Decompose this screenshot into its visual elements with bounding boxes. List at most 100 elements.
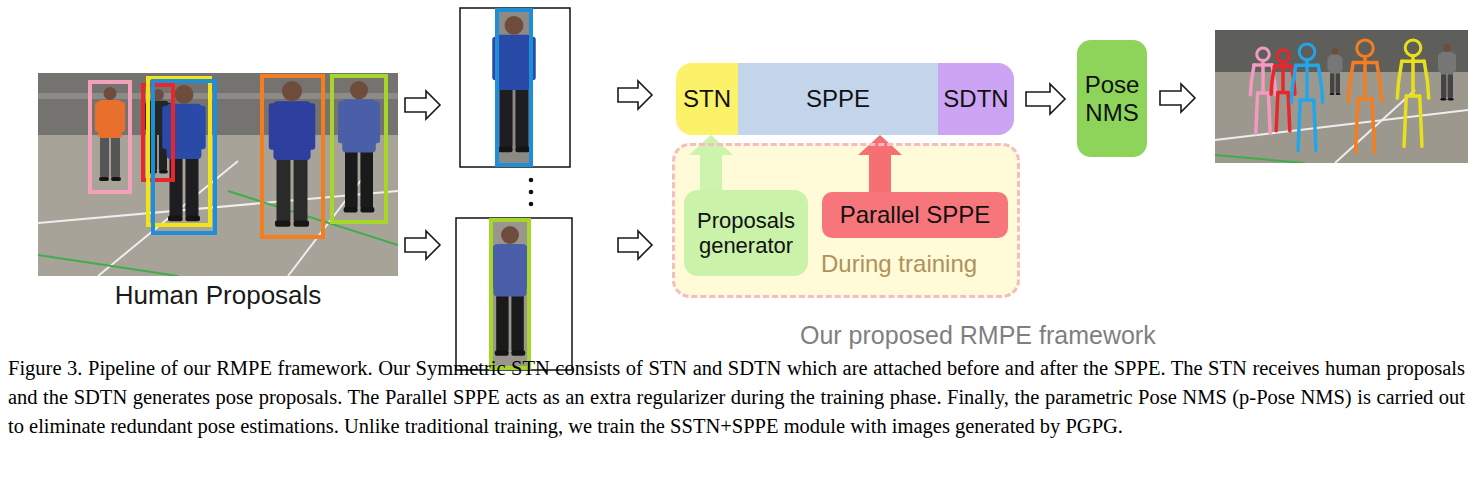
leg <box>100 136 109 178</box>
training-region: During trainingProposals generatorParall… <box>672 143 1020 298</box>
head <box>175 85 194 104</box>
head <box>350 81 368 99</box>
leg <box>185 156 198 217</box>
torso <box>493 244 526 296</box>
bone <box>1256 93 1258 134</box>
flow-arrow <box>618 231 652 259</box>
bone <box>1404 96 1406 146</box>
head-ring <box>1277 50 1289 62</box>
leg <box>496 294 508 352</box>
node-text: SPPE <box>806 85 870 113</box>
bone <box>1288 93 1290 131</box>
torso <box>342 99 376 152</box>
proposal-box <box>491 220 529 368</box>
bone <box>1348 62 1353 101</box>
torso <box>273 101 310 160</box>
leg <box>500 87 513 148</box>
head <box>1332 48 1339 55</box>
shoe <box>99 177 109 181</box>
person-figure <box>269 81 316 227</box>
bone <box>1353 61 1377 65</box>
bone <box>1314 100 1316 150</box>
flow-arrow <box>405 231 440 259</box>
region-fill <box>672 143 1020 298</box>
input-photo <box>38 73 398 276</box>
shoe <box>1336 93 1341 95</box>
floor <box>38 73 398 276</box>
leg <box>515 87 528 148</box>
image-panel: Human Proposals <box>38 73 398 315</box>
leg <box>111 136 120 178</box>
proposal-box <box>153 81 215 233</box>
bone <box>1318 65 1322 102</box>
bone <box>1300 98 1313 102</box>
bone <box>1358 97 1372 101</box>
head-ring <box>1405 40 1421 56</box>
shoe <box>360 207 374 213</box>
pose-skeleton <box>1348 40 1381 152</box>
bone <box>1298 100 1300 150</box>
module-box: SDTN <box>938 63 1014 135</box>
head-ring <box>1357 40 1374 57</box>
flow-arrow <box>1026 84 1065 114</box>
person-figure <box>489 226 530 356</box>
leg <box>360 150 373 209</box>
node-text: SDTN <box>943 85 1008 113</box>
court-line <box>1215 110 1468 140</box>
flow-arrow <box>405 91 440 119</box>
head <box>282 81 302 101</box>
bone <box>1397 61 1401 98</box>
person-figure <box>1328 48 1343 95</box>
bone <box>1276 93 1278 131</box>
ellipsis-dot <box>529 202 534 207</box>
shoe <box>159 170 168 174</box>
process-box: Pose NMS <box>1077 40 1147 157</box>
leg <box>1441 73 1446 98</box>
court-line <box>1215 155 1305 163</box>
torso <box>497 35 532 90</box>
pose-skeleton <box>1250 48 1275 134</box>
flow-arrow <box>1160 84 1195 112</box>
shoe <box>495 350 509 356</box>
head-ring <box>1299 44 1315 60</box>
person-figure <box>338 81 380 213</box>
bone <box>1275 64 1292 68</box>
bone <box>1271 66 1274 94</box>
pose-skeleton <box>1271 50 1295 131</box>
bone <box>1291 65 1295 102</box>
output-photo <box>1215 30 1468 163</box>
leg <box>1336 73 1341 94</box>
pose-skeleton <box>1397 40 1428 146</box>
crop-frame <box>460 8 570 167</box>
head <box>1443 44 1451 52</box>
proposal-box <box>148 78 210 225</box>
court-line <box>38 191 398 223</box>
person-figure <box>95 87 125 181</box>
pose-skeleton <box>1291 44 1322 150</box>
crop-image <box>491 220 529 368</box>
node-text: Human Proposals <box>115 281 322 311</box>
shoe <box>111 177 121 181</box>
flow-arrow <box>618 81 652 109</box>
bone <box>1268 93 1270 134</box>
court-line <box>38 255 178 276</box>
person-figure <box>1438 44 1456 100</box>
node-text: During training <box>821 250 1013 278</box>
shoe <box>275 221 291 227</box>
shoe <box>168 216 183 222</box>
module-box: SPPE <box>738 63 938 135</box>
leg <box>1448 73 1453 98</box>
bone <box>1250 65 1254 95</box>
figure-caption: Figure 3. Pipeline of our RMPE framework… <box>8 354 1465 441</box>
bone <box>1420 96 1422 146</box>
floor <box>1215 30 1468 163</box>
head <box>501 226 519 244</box>
leg <box>511 294 523 352</box>
proposal-box <box>497 10 531 165</box>
bone <box>1254 63 1272 67</box>
node-text: Proposals generator <box>690 208 802 259</box>
torso <box>98 100 122 138</box>
bone <box>1372 99 1374 152</box>
